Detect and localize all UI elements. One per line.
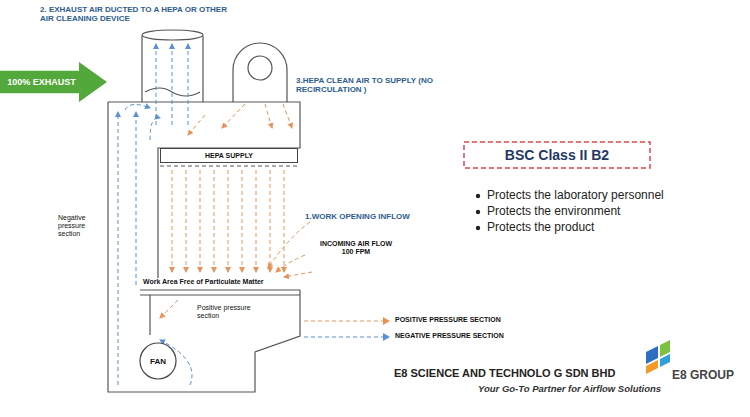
bullet-text: Protects the laboratory personnel	[487, 189, 664, 203]
fan-circle: FAN	[139, 342, 177, 380]
legend-text: NEGATIVE PRESSURE SECTION	[395, 332, 504, 340]
node-text: HEPA SUPPLY	[205, 152, 253, 159]
node-text: 100% EXHAUST	[7, 77, 76, 87]
cabinet-outline	[108, 30, 300, 392]
section-note: Negative pressure section	[58, 214, 106, 238]
tagline: Your Go-To Partner for Airflow Solutions	[478, 384, 661, 395]
legend-sample	[304, 316, 390, 326]
negative-flow-arrows	[118, 44, 192, 385]
callout-text: 2. EXHAUST AIR DUCTED TO A HEPA OR OTHER…	[40, 5, 240, 23]
node-text: BSC Class II B2	[505, 147, 609, 163]
callout-text: 1.WORK OPENING INFLOW	[305, 212, 410, 221]
legend-sample	[304, 332, 390, 342]
title-box: BSC Class II B2	[463, 141, 651, 169]
callout-text: 3.HEPA CLEAN AIR TO SUPPLY (NO RECIRCULA…	[296, 76, 446, 94]
company-name: E8 SCIENCE AND TECHNOLO G SDN BHD	[394, 367, 615, 380]
exhaust-arrow: 100% EXHAUST	[0, 62, 107, 102]
area-note: Work Area Free of Particulate Matter	[142, 278, 265, 286]
bullet-dots	[476, 194, 480, 230]
section-note: Positive pressure section	[196, 304, 252, 320]
company-logo	[646, 340, 670, 374]
node-text: FAN	[150, 357, 166, 366]
hepa-filter-band: HEPA SUPPLY	[160, 148, 298, 163]
legend-text: POSITIVE PRESSURE SECTION	[395, 316, 501, 324]
bullet-text: Protects the product	[487, 221, 594, 235]
flow-rate-note: INCOMING AIR FLOW 100 FPM	[316, 240, 396, 256]
bullet-text: Protects the environment	[487, 205, 620, 219]
brand-name: E8 GROUP	[672, 369, 734, 383]
